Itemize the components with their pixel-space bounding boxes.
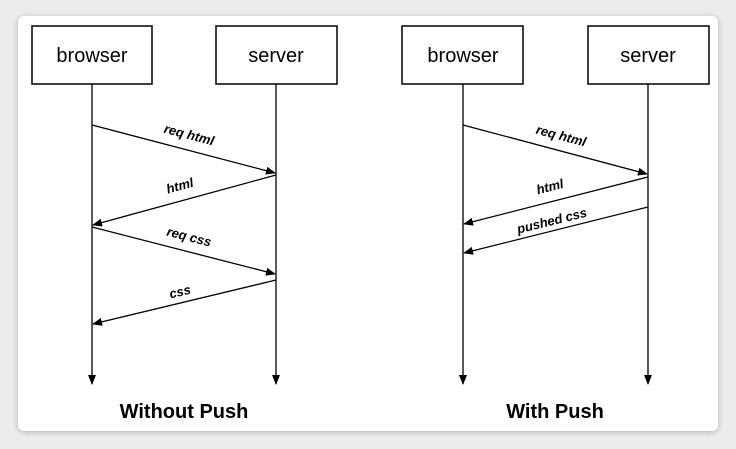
arrow-pushed-css: [463, 206, 649, 255]
msg-pushed-css: pushed css: [514, 205, 588, 237]
msg-req-html: req html: [534, 122, 588, 150]
server-box: server: [587, 25, 710, 85]
msg-req-css: req css: [165, 224, 213, 250]
server-label: server: [248, 45, 304, 67]
panel-with-push: browser server req html html pushed css …: [401, 25, 710, 423]
browser-box: browser: [401, 25, 524, 85]
arrow-html: [92, 174, 277, 227]
msg-req-html: req html: [162, 121, 216, 149]
arrow-req-html: [462, 124, 648, 176]
browser-label: browser: [56, 45, 127, 67]
caption-with-push: With Push: [506, 401, 604, 423]
caption-without-push: Without Push: [120, 401, 249, 423]
diagram-card: [18, 16, 718, 431]
msg-html: html: [165, 175, 196, 197]
msg-css: css: [168, 282, 193, 302]
arrow-req-css: [91, 226, 276, 276]
msg-html: html: [535, 176, 566, 197]
browser-label: browser: [427, 45, 498, 67]
arrow-req-html: [91, 124, 276, 175]
arrow-css: [92, 279, 277, 326]
server-box: server: [215, 25, 338, 85]
browser-box: browser: [31, 25, 153, 85]
server-label: server: [620, 45, 676, 67]
panel-without-push: browser server req html html req css css…: [31, 25, 338, 423]
arrow-html: [463, 176, 649, 226]
